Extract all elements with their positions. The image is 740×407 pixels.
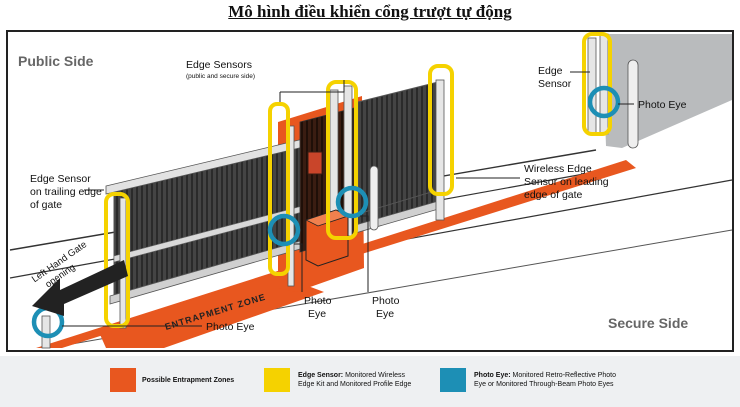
post-secure-1 (587, 37, 597, 135)
legend: Possible Entrapment Zones Edge Sensor: M… (0, 356, 740, 407)
edge-sensor-right-label-2: Sensor (538, 78, 572, 90)
gate-diagram: ENTRAPMENT ZONE (6, 30, 734, 352)
edge-trailing-label-1: Edge Sensor (30, 173, 91, 185)
edge-sensors-label: Edge Sensors (186, 59, 252, 71)
opening-arrow (32, 260, 128, 316)
photo-eye-mid-2-label-b: Eye (376, 308, 394, 320)
public-side-label: Public Side (18, 53, 94, 69)
photo-eye-secure (587, 85, 621, 119)
photo-eye-center-2 (335, 185, 369, 219)
wireless-label-2: Sensor on leading (524, 176, 609, 188)
post-right (435, 79, 445, 221)
photo-eye-bottom-left-label: Photo Eye (206, 321, 255, 333)
gate-control-box (307, 151, 323, 175)
legend-swatch-entrapment (110, 368, 136, 392)
edge-sensor-public (268, 102, 290, 276)
legend-swatch-photo-eye (440, 368, 466, 392)
edge-sensor-right-label-1: Edge (538, 65, 563, 77)
legend-entrapment-label: Possible Entrapment Zones (142, 377, 235, 384)
edge-sensors-sublabel: (public and secure side) (186, 73, 255, 80)
wireless-label-1: Wireless Edge (524, 163, 592, 175)
photo-eye-mid-1-label-b: Eye (308, 308, 326, 320)
photo-eye-mid-2-label-a: Photo (372, 295, 400, 307)
page-title: Mô hình điều khiển cổng trượt tự động (228, 2, 512, 21)
post-front-left (41, 315, 51, 349)
wireless-label-3: edge of gate (524, 189, 583, 201)
edge-trailing-label-3: of gate (30, 199, 62, 211)
edge-sensor-secure (326, 80, 358, 240)
post-secure-2 (599, 33, 609, 135)
photo-eye-center-1 (267, 213, 301, 247)
entrapment-zone (98, 274, 324, 348)
photo-eye-right-label: Photo Eye (638, 99, 687, 111)
legend-edge-sensor-label: Edge Sensor: Monitored Wireless Edge Kit… (298, 372, 412, 388)
secure-side-label: Secure Side (608, 315, 688, 331)
legend-photo-eye-label: Photo Eye: Monitored Retro-Reflective Ph… (474, 372, 616, 388)
edge-sensor-secure-side (582, 32, 612, 136)
photo-eye-mid-1-label-a: Photo (304, 295, 332, 307)
edge-trailing-label-2: on trailing edge (30, 186, 102, 198)
edge-sensor-wireless (428, 64, 454, 196)
bollard-mid (369, 165, 379, 231)
legend-swatch-edge-sensor (264, 368, 290, 392)
